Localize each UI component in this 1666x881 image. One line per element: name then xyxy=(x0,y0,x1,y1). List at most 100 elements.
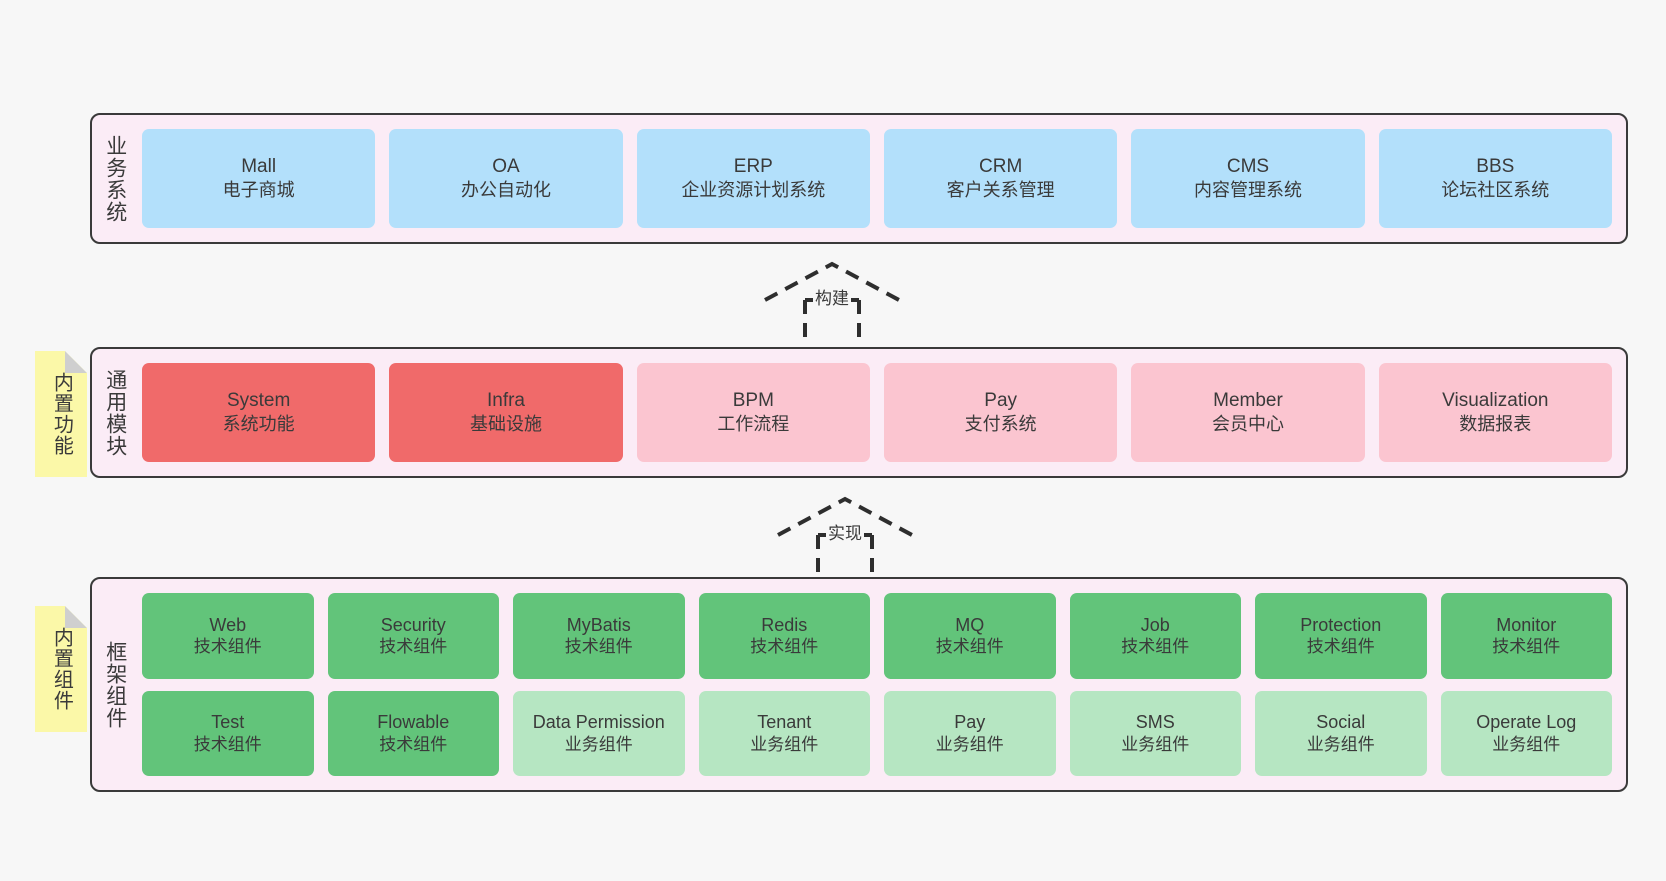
layer-business-system-body: Mall 电子商城 OA 办公自动化 ERP 企业资源计划系统 CRM 客户关系… xyxy=(138,115,1626,242)
module-subtitle: 内容管理系统 xyxy=(1193,180,1302,201)
connector-implement-label: 实现 xyxy=(826,519,864,544)
module-box-member[interactable]: Member 会员中心 xyxy=(1131,363,1365,462)
component-title: Monitor xyxy=(1496,614,1557,635)
layer-framework-component-body: Web 技术组件 Security 技术组件 MyBatis 技术组件 Redi… xyxy=(138,579,1626,790)
component-title: Data Permission xyxy=(532,712,665,733)
component-box-protection[interactable]: Protection 技术组件 xyxy=(1255,593,1427,679)
module-subtitle: 办公自动化 xyxy=(460,180,551,201)
layer-common-module-body: System 系统功能 Infra 基础设施 BPM 工作流程 Pay 支付系统… xyxy=(138,349,1626,476)
module-title: BPM xyxy=(732,390,774,412)
module-subtitle: 客户关系管理 xyxy=(946,180,1055,201)
component-subtitle: 业务组件 xyxy=(750,734,819,754)
component-box-web[interactable]: Web 技术组件 xyxy=(142,593,314,679)
module-subtitle: 工作流程 xyxy=(717,414,790,435)
connector-implement: 实现 xyxy=(770,485,920,581)
module-subtitle: 系统功能 xyxy=(222,414,295,435)
note-builtin-component-label: 内置组件 xyxy=(50,627,73,711)
note-fold-icon xyxy=(65,606,87,628)
component-subtitle: 技术组件 xyxy=(379,637,448,657)
module-title: Pay xyxy=(984,390,1018,412)
layer-business-system: 业务系统 Mall 电子商城 OA 办公自动化 ERP 企业资源计划系统 CRM… xyxy=(90,113,1628,244)
component-box-social[interactable]: Social 业务组件 xyxy=(1255,690,1427,776)
module-box-mall[interactable]: Mall 电子商城 xyxy=(142,129,376,228)
module-title: Mall xyxy=(241,156,277,178)
component-box-tenant[interactable]: Tenant 业务组件 xyxy=(698,690,870,776)
module-box-crm[interactable]: CRM 客户关系管理 xyxy=(883,129,1118,228)
component-title: Tenant xyxy=(757,712,812,733)
component-title: MyBatis xyxy=(566,614,631,635)
module-box-oa[interactable]: OA 办公自动化 xyxy=(389,129,623,228)
component-box-data-permission[interactable]: Data Permission 业务组件 xyxy=(513,690,685,776)
component-title: Flowable xyxy=(377,712,450,733)
layer-framework-component: 框架组件 Web 技术组件 Security 技术组件 MyBatis 技术组件… xyxy=(90,577,1628,792)
component-box-security[interactable]: Security 技术组件 xyxy=(327,593,499,679)
module-box-cms[interactable]: CMS 内容管理系统 xyxy=(1131,129,1365,228)
component-subtitle: 业务组件 xyxy=(1306,734,1375,754)
component-box-flowable[interactable]: Flowable 技术组件 xyxy=(327,690,499,776)
component-title: Social xyxy=(1316,712,1366,733)
component-subtitle: 业务组件 xyxy=(1492,734,1561,754)
component-subtitle: 技术组件 xyxy=(1306,637,1375,657)
component-box-job[interactable]: Job 技术组件 xyxy=(1069,593,1241,679)
note-builtin-function-label: 内置功能 xyxy=(50,372,73,456)
component-box-operate-log[interactable]: Operate Log 业务组件 xyxy=(1440,690,1612,776)
note-builtin-function: 内置功能 xyxy=(35,351,87,477)
module-box-system[interactable]: System 系统功能 xyxy=(142,363,376,462)
component-title: MQ xyxy=(955,614,985,635)
component-subtitle: 技术组件 xyxy=(750,637,819,657)
component-subtitle: 技术组件 xyxy=(379,734,448,754)
layer-business-system-label: 业务系统 xyxy=(103,134,127,223)
component-subtitle: 业务组件 xyxy=(1121,734,1190,754)
component-box-sms[interactable]: SMS 业务组件 xyxy=(1069,690,1241,776)
module-title: Infra xyxy=(486,390,525,412)
component-subtitle: 业务组件 xyxy=(935,734,1004,754)
module-box-bpm[interactable]: BPM 工作流程 xyxy=(636,363,870,462)
component-subtitle: 技术组件 xyxy=(193,734,262,754)
component-subtitle: 技术组件 xyxy=(1121,637,1190,657)
module-title: CMS xyxy=(1226,156,1270,178)
component-title: Security xyxy=(380,614,446,635)
component-box-redis[interactable]: Redis 技术组件 xyxy=(698,593,870,679)
component-title: SMS xyxy=(1135,712,1175,733)
module-box-pay[interactable]: Pay 支付系统 xyxy=(883,363,1118,462)
component-box-test[interactable]: Test 技术组件 xyxy=(142,690,314,776)
module-subtitle: 数据报表 xyxy=(1459,414,1532,435)
module-box-visualization[interactable]: Visualization 数据报表 xyxy=(1378,363,1612,462)
framework-tech-row: Web 技术组件 Security 技术组件 MyBatis 技术组件 Redi… xyxy=(142,593,1612,679)
module-title: Visualization xyxy=(1442,390,1549,412)
module-title: Member xyxy=(1213,390,1283,412)
component-box-pay[interactable]: Pay 业务组件 xyxy=(884,690,1056,776)
module-subtitle: 论坛社区系统 xyxy=(1441,180,1550,201)
component-subtitle: 业务组件 xyxy=(564,734,633,754)
module-title: OA xyxy=(492,156,520,178)
component-subtitle: 技术组件 xyxy=(935,637,1004,657)
module-subtitle: 电子商城 xyxy=(222,180,295,201)
component-box-monitor[interactable]: Monitor 技术组件 xyxy=(1440,593,1612,679)
component-title: Web xyxy=(209,614,247,635)
component-title: Pay xyxy=(954,712,986,733)
component-title: Operate Log xyxy=(1476,712,1577,733)
note-fold-icon xyxy=(65,351,87,373)
layer-common-module: 通用模块 System 系统功能 Infra 基础设施 BPM 工作流程 Pay… xyxy=(90,347,1628,478)
note-builtin-component: 内置组件 xyxy=(35,606,87,732)
module-subtitle: 基础设施 xyxy=(469,414,542,435)
module-box-infra[interactable]: Infra 基础设施 xyxy=(389,363,623,462)
layer-common-module-label: 通用模块 xyxy=(103,368,127,457)
module-subtitle: 企业资源计划系统 xyxy=(681,180,826,201)
component-subtitle: 技术组件 xyxy=(564,637,633,657)
component-title: Redis xyxy=(761,614,808,635)
connector-build: 构建 xyxy=(757,250,907,346)
module-title: ERP xyxy=(733,156,773,178)
component-box-mybatis[interactable]: MyBatis 技术组件 xyxy=(513,593,685,679)
module-title: BBS xyxy=(1476,156,1515,178)
component-title: Protection xyxy=(1300,614,1382,635)
connector-build-label: 构建 xyxy=(813,284,851,309)
component-subtitle: 技术组件 xyxy=(193,637,262,657)
module-box-bbs[interactable]: BBS 论坛社区系统 xyxy=(1378,129,1612,228)
module-box-erp[interactable]: ERP 企业资源计划系统 xyxy=(636,129,870,228)
module-title: CRM xyxy=(979,156,1023,178)
module-subtitle: 会员中心 xyxy=(1211,414,1284,435)
component-box-mq[interactable]: MQ 技术组件 xyxy=(884,593,1056,679)
framework-business-row: Test 技术组件 Flowable 技术组件 Data Permission … xyxy=(142,690,1612,776)
